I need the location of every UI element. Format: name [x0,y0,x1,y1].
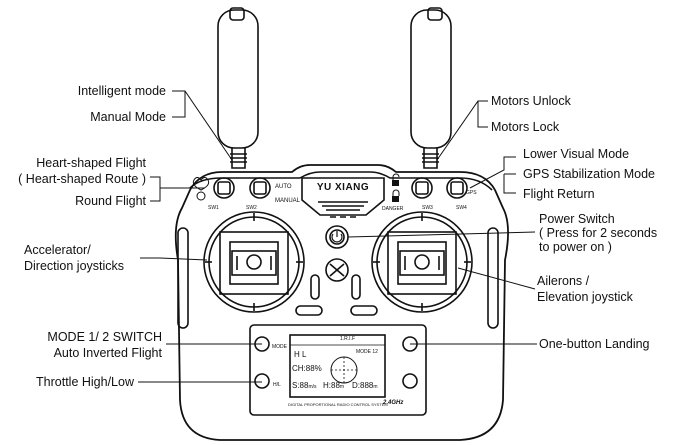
sw1-label: SW1 [208,205,219,211]
manual-label: MANUAL [275,198,301,204]
hl-button-label: H/L [273,382,281,388]
trim-left-vertical [310,274,320,300]
unlock-icon [392,180,399,186]
label-accelerator: Accelerator/ [24,243,91,257]
right-antenna [410,7,452,169]
gps-label: GPS [466,190,477,196]
photo-video-button[interactable] [402,373,418,389]
switch-sw3[interactable] [411,177,433,199]
heart-icon [192,177,210,191]
label-direction-joysticks: Direction joysticks [24,259,125,273]
sw2-label: SW2 [246,205,257,211]
left-joystick[interactable] [203,211,305,313]
label-landing: One-button Landing [539,337,650,351]
label-intelligent-mode: Intelligent mode [77,84,166,98]
screen-top-status: 1.R.I.F [340,336,356,342]
leader-lines [138,90,537,383]
trim-right-vertical [351,274,361,300]
controller-body [174,164,509,441]
label-auto-inverted: Auto Inverted Flight [53,346,162,360]
round-icon [196,191,206,201]
screen-speed: S:88m/s [292,381,317,390]
label-power-switch: Power Switch [539,212,615,226]
screen-height: H:88m [323,381,345,390]
label-mode-switch: MODE 1/ 2 SWITCH [47,330,162,344]
label-heart-route: ( Heart-shaped Route ) [18,172,146,186]
switch-sw2[interactable] [249,177,271,199]
screen-footer: DIGITAL PROPORTIONAL RADIO CONTROL SYSTE… [288,402,388,407]
left-antenna [217,7,259,169]
label-heart-flight: Heart-shaped Flight [36,156,146,170]
danger-label: DANGER [382,206,404,212]
power-button[interactable] [325,225,349,249]
label-flight-return: Flight Return [523,187,595,201]
mode-button-label: MODE [272,344,287,350]
label-motors-lock: Motors Lock [491,120,560,134]
label-power-on: to power on ) [539,240,612,254]
lock-icon [392,196,399,202]
brand-plate [301,177,385,216]
trim-right-horizontal [350,305,378,316]
right-joystick[interactable] [371,211,473,313]
label-lower-visual: Lower Visual Mode [523,147,630,161]
label-elevation-joystick: Elevation joystick [537,290,633,304]
center-vent [325,258,349,282]
label-power-press: ( Press for 2 seconds [539,226,658,240]
screen-ch: CH:88% [292,364,322,373]
switch-sw4[interactable] [446,177,468,199]
screen-band: 2.4GHz [383,400,404,406]
sw4-label: SW4 [456,205,467,211]
switch-sw1[interactable] [213,177,235,199]
label-ailerons: Ailerons / [537,274,590,288]
screen-distance: D:888m [352,381,378,390]
screen-mode: MODE 12 [356,349,378,355]
trim-left-horizontal [295,305,323,316]
screen-panel [249,324,427,416]
brand-name: YU XIANG [316,182,370,193]
label-manual-mode: Manual Mode [90,110,166,124]
hl-button[interactable] [254,373,270,389]
label-round-flight: Round Flight [75,194,146,208]
auto-label: AUTO [275,184,292,190]
label-gps-mode: GPS Stabilization Mode [523,167,656,181]
sw3-label: SW3 [422,205,433,211]
screen-hl: H L [294,350,307,359]
label-throttle: Throttle High/Low [36,375,134,389]
label-motors-unlock: Motors Unlock [491,94,571,108]
